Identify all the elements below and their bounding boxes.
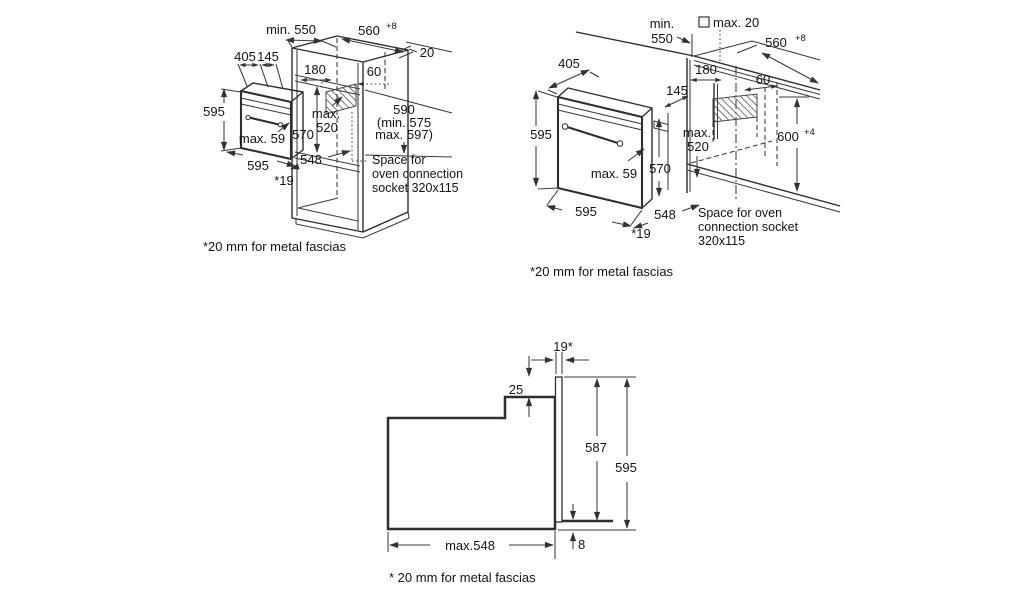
dim-niche-width-tolerance: +8: [386, 21, 397, 32]
worktop-outline: [575, 31, 821, 100]
dim-oven-height: 595: [530, 127, 552, 142]
socket-note-line1: Space for oven: [698, 206, 782, 220]
dim-fascia-note: *19: [631, 226, 651, 241]
dim-niche-inner-height: 570: [292, 127, 314, 142]
front-fascia-panel: [554, 376, 563, 523]
dim-oven-height: 595: [203, 104, 225, 119]
oven-front-view: [239, 82, 304, 161]
dim-oven-width: 595: [247, 158, 269, 173]
dim-oven-depth: 548: [300, 152, 322, 167]
dim-worktop-height-tolerance: +4: [804, 127, 815, 138]
dim-oven-width: 595: [575, 204, 597, 219]
under-counter-dimension-lines: [532, 16, 819, 229]
socket-note-line2: connection socket: [698, 220, 799, 234]
dim-niche-height-3: max. 597): [375, 127, 433, 142]
dim-socket-offset: 60: [367, 64, 381, 79]
oven-profile-outline: [386, 376, 613, 531]
side-profile-dimension-lines: [387, 352, 636, 559]
dim-niche-depth-1: min.: [650, 16, 675, 31]
dim-niche-width: 560: [765, 35, 787, 50]
dim-case-depth: max.548: [445, 538, 495, 553]
dim-front-height: 595: [615, 460, 637, 475]
footnote-bottom: * 20 mm for metal fascias: [389, 570, 536, 585]
under-counter-labels: min. 550 max. 20 560 +8 405 180 145 60 5…: [530, 15, 815, 279]
footnote-right: *20 mm for metal fascias: [530, 264, 674, 279]
dim-front-depth: 405: [234, 49, 256, 64]
dim-niche-height-2: (min. 575: [377, 115, 431, 130]
side-profile-diagram: 19* 25 587 595 max.548 8 * 20 mm for met…: [386, 339, 637, 585]
dim-top-inset: 25: [509, 382, 523, 397]
dim-rear-gap: 20: [420, 45, 434, 60]
dim-max-depth-2: 520: [687, 139, 709, 154]
socket-note-line3: socket 320x115: [372, 181, 459, 195]
socket-space-hatch: [712, 93, 758, 123]
tall-cabinet-diagram: min. 550 560 +8 20 405 145 180 60 595 ma…: [203, 21, 463, 254]
dim-fascia-gap: max. 20: [713, 15, 759, 30]
dim-front-depth: 405: [558, 56, 580, 71]
dim-niche-width: 560: [358, 23, 380, 38]
base-cabinet-outline: [667, 58, 841, 213]
oven-handle: [245, 115, 283, 127]
dim-oven-depth: 548: [654, 207, 676, 222]
dim-bottom-inset: 8: [578, 537, 585, 552]
oven-front-view: [556, 87, 669, 210]
fascia-square-icon: [698, 16, 710, 28]
dim-niche-height-1: 590: [393, 102, 415, 117]
tall-cabinet-dimension-lines: [220, 37, 453, 170]
dim-top-clearance: 180: [304, 62, 326, 77]
dim-niche-inner-height: 570: [649, 161, 671, 176]
dim-socket-front-offset: 145: [666, 83, 688, 98]
dim-top-clearance: 180: [695, 62, 717, 77]
dim-max-depth-1: max.: [312, 106, 340, 121]
dim-fascia-depth: max. 59: [591, 166, 637, 181]
socket-note-line3: 320x115: [698, 234, 745, 248]
under-counter-diagram: min. 550 max. 20 560 +8 405 180 145 60 5…: [530, 15, 841, 279]
dim-fascia-thickness: 19*: [553, 339, 573, 354]
dim-case-height: 587: [585, 440, 607, 455]
footnote-left: *20 mm for metal fascias: [203, 239, 347, 254]
side-profile-labels: 19* 25 587 595 max.548 8 * 20 mm for met…: [389, 339, 637, 585]
dim-panel-depth: 145: [257, 49, 279, 64]
dim-niche-depth: min. 550: [266, 22, 316, 37]
dim-max-depth-1: max.: [683, 125, 711, 140]
dim-niche-width-tolerance: +8: [795, 33, 806, 44]
rating-plate: [653, 120, 669, 133]
tall-cabinet-labels: min. 550 560 +8 20 405 145 180 60 595 ma…: [203, 21, 463, 254]
dim-worktop-height: 600: [777, 129, 799, 144]
dim-fascia-depth: max. 59: [239, 131, 285, 146]
dim-fascia-note: *19: [274, 173, 294, 188]
dim-max-depth-2: 520: [316, 120, 338, 135]
dim-niche-depth-2: 550: [651, 31, 673, 46]
oven-handle: [562, 124, 623, 146]
socket-note-line2: oven connection: [372, 167, 463, 181]
socket-note-line1: Space for: [372, 153, 426, 167]
dim-socket-offset: 60: [756, 72, 770, 87]
